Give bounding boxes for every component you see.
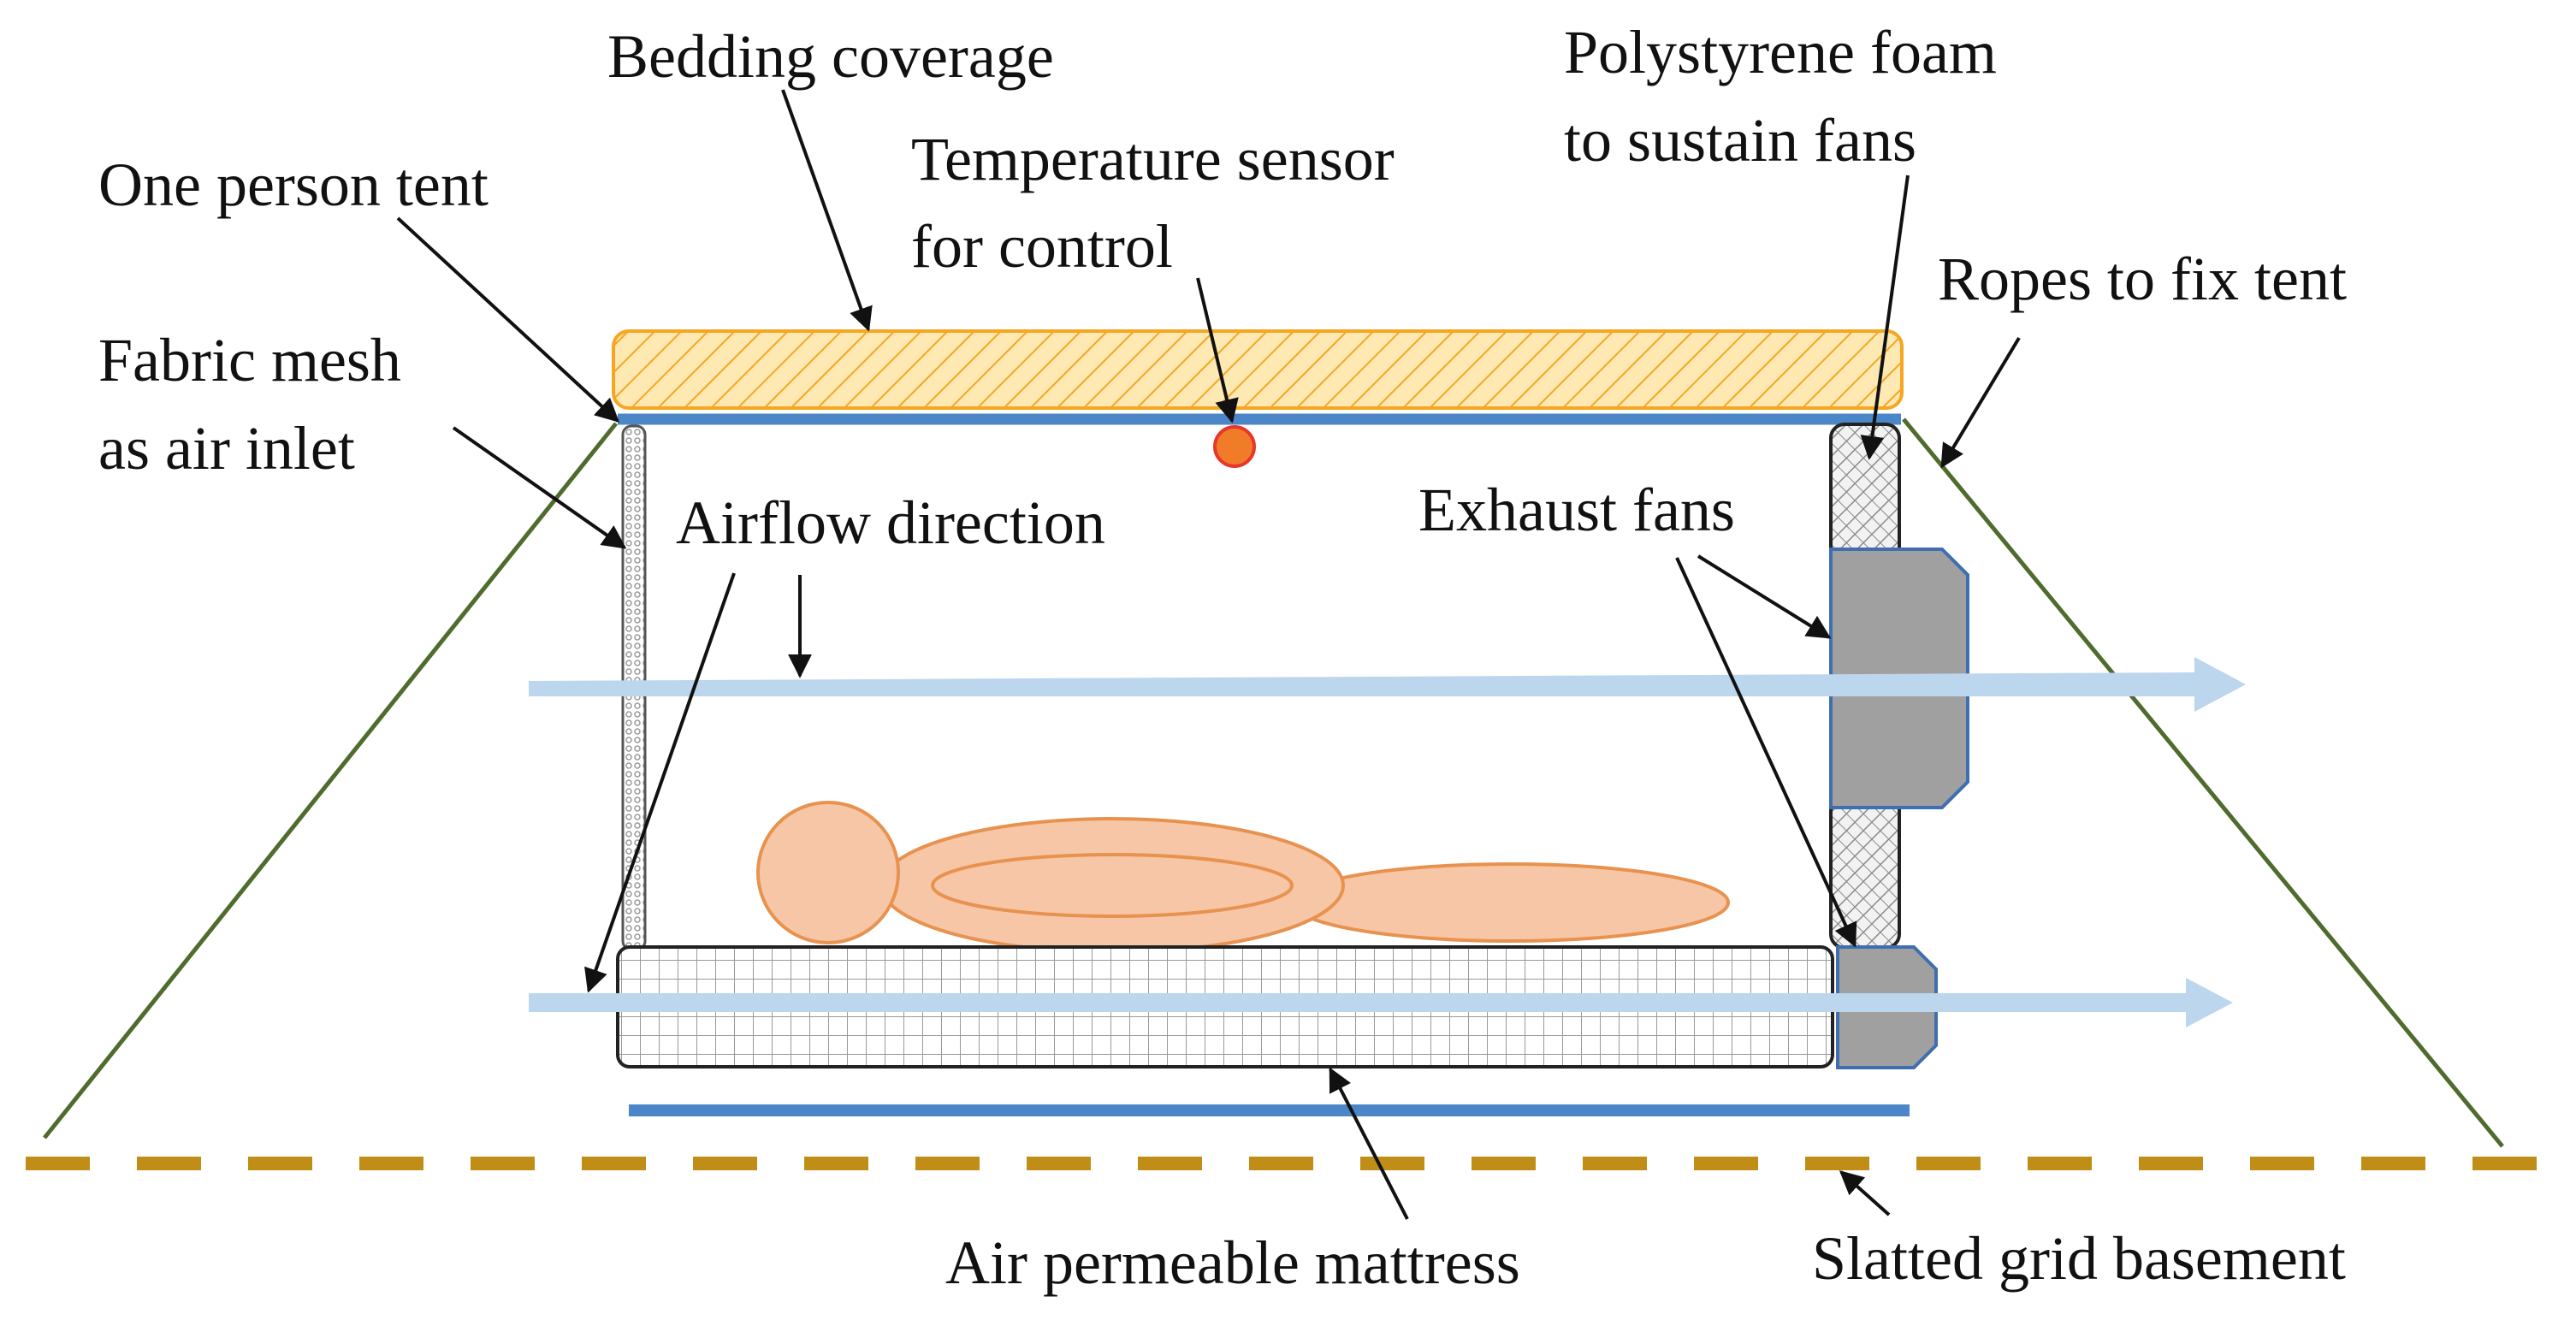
leader-fan-upper — [1697, 554, 1832, 639]
label-temp-sensor-line1: Temperature sensor — [911, 125, 1395, 193]
label-polystyrene-line1: Polystyrene foam — [1564, 18, 1997, 86]
leader-mattress — [1329, 1067, 1409, 1220]
leader-sensor — [1196, 277, 1239, 423]
airflow-arrow-lower — [529, 978, 2233, 1027]
leader-ropes — [1940, 336, 2021, 469]
leader-tent — [396, 216, 620, 423]
leader-lines — [396, 89, 2021, 1220]
leader-fan-lower — [1675, 557, 1857, 948]
leader-airflow-lower — [584, 572, 736, 993]
label-fabric-mesh-line1: Fabric mesh — [98, 326, 401, 394]
label-one-person-tent: One person tent — [98, 151, 489, 219]
label-bedding-coverage: Bedding coverage — [607, 22, 1054, 91]
leader-bedding — [781, 89, 873, 332]
leader-foam — [1860, 175, 1910, 460]
label-polystyrene-line2: to sustain fans — [1564, 106, 1916, 175]
bedding-coverage — [612, 329, 1904, 410]
label-exhaust-fans: Exhaust fans — [1418, 476, 1735, 544]
person-figure — [756, 801, 1730, 954]
label-temp-sensor-line2: for control — [911, 212, 1173, 281]
label-ropes: Ropes to fix tent — [1938, 245, 2347, 313]
rope-right — [1902, 417, 2504, 1148]
leader-basement — [1839, 1170, 1891, 1216]
label-fabric-mesh-line2: as air inlet — [98, 414, 355, 482]
rope-left — [43, 422, 618, 1140]
label-airflow-direction: Airflow direction — [676, 488, 1105, 557]
person-head — [756, 801, 900, 944]
person-arms — [931, 853, 1294, 918]
person-legs — [1290, 862, 1730, 943]
airflow-arrow-upper — [529, 657, 2246, 712]
temperature-sensor — [1213, 425, 1256, 468]
label-basement: Slatted grid basement — [1812, 1224, 2346, 1293]
leader-mesh — [452, 426, 627, 549]
label-mattress: Air permeable mattress — [945, 1228, 1520, 1297]
